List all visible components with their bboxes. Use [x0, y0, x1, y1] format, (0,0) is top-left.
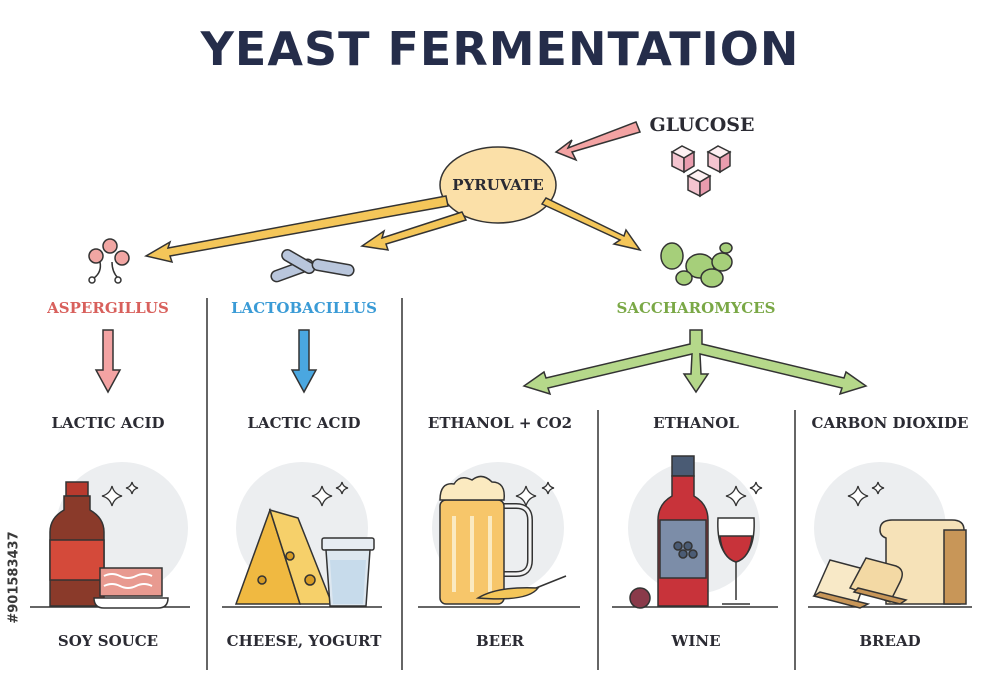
food-label: BEER — [475, 632, 525, 650]
food-label: CHEESE, YOGURT — [226, 632, 382, 650]
product-label: ETHANOL — [653, 414, 739, 432]
stock-id-text: #901583437 — [6, 531, 22, 624]
pyruvate-branch-arrows — [143, 195, 642, 264]
organism-label-saccharomyces: SACCHAROMYCES — [616, 299, 776, 317]
beer-mug-icon — [439, 475, 567, 605]
glucose-sugar-cubes-icon — [670, 145, 732, 198]
aspergillus-arrow — [94, 329, 122, 394]
column-dividers — [206, 298, 796, 670]
organism-label-aspergillus: ASPERGILLUS — [47, 299, 169, 317]
wine-bottle-glass-icon — [629, 455, 755, 609]
stock-id-label: #901583437 — [2, 460, 26, 700]
soy-sauce-icon — [49, 481, 169, 609]
organism-label-lactobacillus: LACTOBACILLUS — [231, 299, 377, 317]
saccharomyces-icon — [660, 242, 733, 288]
saccharomyces-branch-arrows — [522, 329, 868, 396]
product-label: CARBON DIOXIDE — [811, 414, 969, 432]
lactobacillus-icon — [270, 249, 355, 283]
page-title: YEAST FERMENTATION — [200, 22, 800, 76]
food-label: BREAD — [859, 632, 921, 650]
product-label: LACTIC ACID — [51, 414, 165, 432]
pyruvate-node — [439, 146, 557, 224]
cheese-yogurt-icon — [234, 507, 375, 607]
aspergillus-icon — [88, 238, 130, 284]
bread-icon — [812, 519, 967, 609]
lactobacillus-arrow — [290, 329, 318, 394]
product-label: ETHANOL + CO2 — [427, 414, 573, 432]
food-label: WINE — [671, 632, 721, 650]
glucose-label: GLUCOSE — [649, 114, 755, 136]
pyruvate-label: PYRUVATE — [452, 176, 544, 194]
glucose-to-pyruvate-arrow — [554, 121, 642, 162]
food-label: SOY SOUCE — [57, 632, 159, 650]
product-label: LACTIC ACID — [247, 414, 361, 432]
